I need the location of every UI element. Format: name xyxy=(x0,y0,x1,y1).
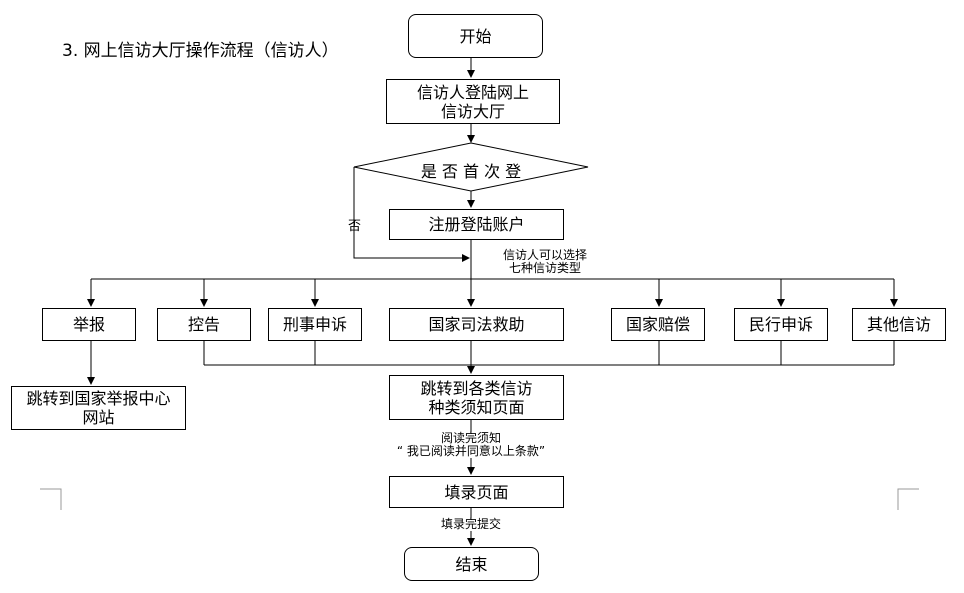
login-node-line-1: 信访人登陆网上 xyxy=(416,82,529,102)
corner-mark-left xyxy=(40,488,62,510)
other-petition-node-label: 其他信访 xyxy=(866,315,931,334)
register-node-label: 注册登陆账户 xyxy=(428,215,525,234)
notice-page-line-2: 种类须知页面 xyxy=(428,397,525,417)
fill-page-node-label: 填录页面 xyxy=(444,482,509,502)
notice-page-line-1: 跳转到各类信访 xyxy=(420,378,533,398)
state-compensation-node: 国家赔偿 xyxy=(611,308,705,341)
choose-types-line-2: 七种信访类型 xyxy=(509,261,582,275)
read-done-line-2: “ 我已阅读并同意以上条款” xyxy=(396,444,546,458)
state-compensation-node-label: 国家赔偿 xyxy=(625,315,690,334)
civil-appeal-node-label: 民行申诉 xyxy=(748,315,813,334)
choose-types-line-1: 信访人可以选择 xyxy=(503,248,588,262)
corner-mark-right xyxy=(897,488,919,510)
civil-appeal-node: 民行申诉 xyxy=(734,308,828,341)
read-done-line-1: 阅读完须知 xyxy=(440,431,501,445)
report-node-label: 举报 xyxy=(72,315,105,334)
report-node: 举报 xyxy=(42,308,136,341)
end-node-label: 结束 xyxy=(455,554,488,574)
accuse-node: 控告 xyxy=(157,308,251,341)
report-center-node: 跳转到国家举报中心 网站 xyxy=(11,386,186,430)
report-center-line-2: 网站 xyxy=(82,408,115,427)
login-node-line-2: 信访大厅 xyxy=(440,101,505,121)
criminal-appeal-node-label: 刑事申诉 xyxy=(282,315,347,334)
start-node-label: 开始 xyxy=(459,26,492,46)
choose-types-label: 信访人可以选择 七种信访类型 xyxy=(503,249,587,275)
report-center-line-1: 跳转到国家举报中心 xyxy=(26,389,171,408)
read-done-label: 阅读完须知 “ 我已阅读并同意以上条款” xyxy=(396,431,546,458)
start-node: 开始 xyxy=(408,14,543,58)
end-node: 结束 xyxy=(404,547,539,581)
submit-done-label: 填录完提交 xyxy=(440,517,502,531)
judicial-aid-node: 国家司法救助 xyxy=(389,308,564,341)
fill-page-node: 填录页面 xyxy=(389,476,564,508)
first-login-decision-label: 是 否 首 次 登 xyxy=(420,162,522,181)
page-title: 3. 网上信访大厅操作流程（信访人） xyxy=(62,41,339,61)
notice-page-node: 跳转到各类信访 种类须知页面 xyxy=(389,375,564,420)
accuse-node-label: 控告 xyxy=(187,315,220,334)
edge-no-branch xyxy=(353,167,470,262)
login-node: 信访人登陆网上 信访大厅 xyxy=(386,79,560,124)
register-node: 注册登陆账户 xyxy=(389,209,564,240)
other-petition-node: 其他信访 xyxy=(852,308,946,341)
criminal-appeal-node: 刑事申诉 xyxy=(268,308,362,341)
no-branch-label: 否 xyxy=(348,219,362,234)
judicial-aid-node-label: 国家司法救助 xyxy=(428,315,525,334)
